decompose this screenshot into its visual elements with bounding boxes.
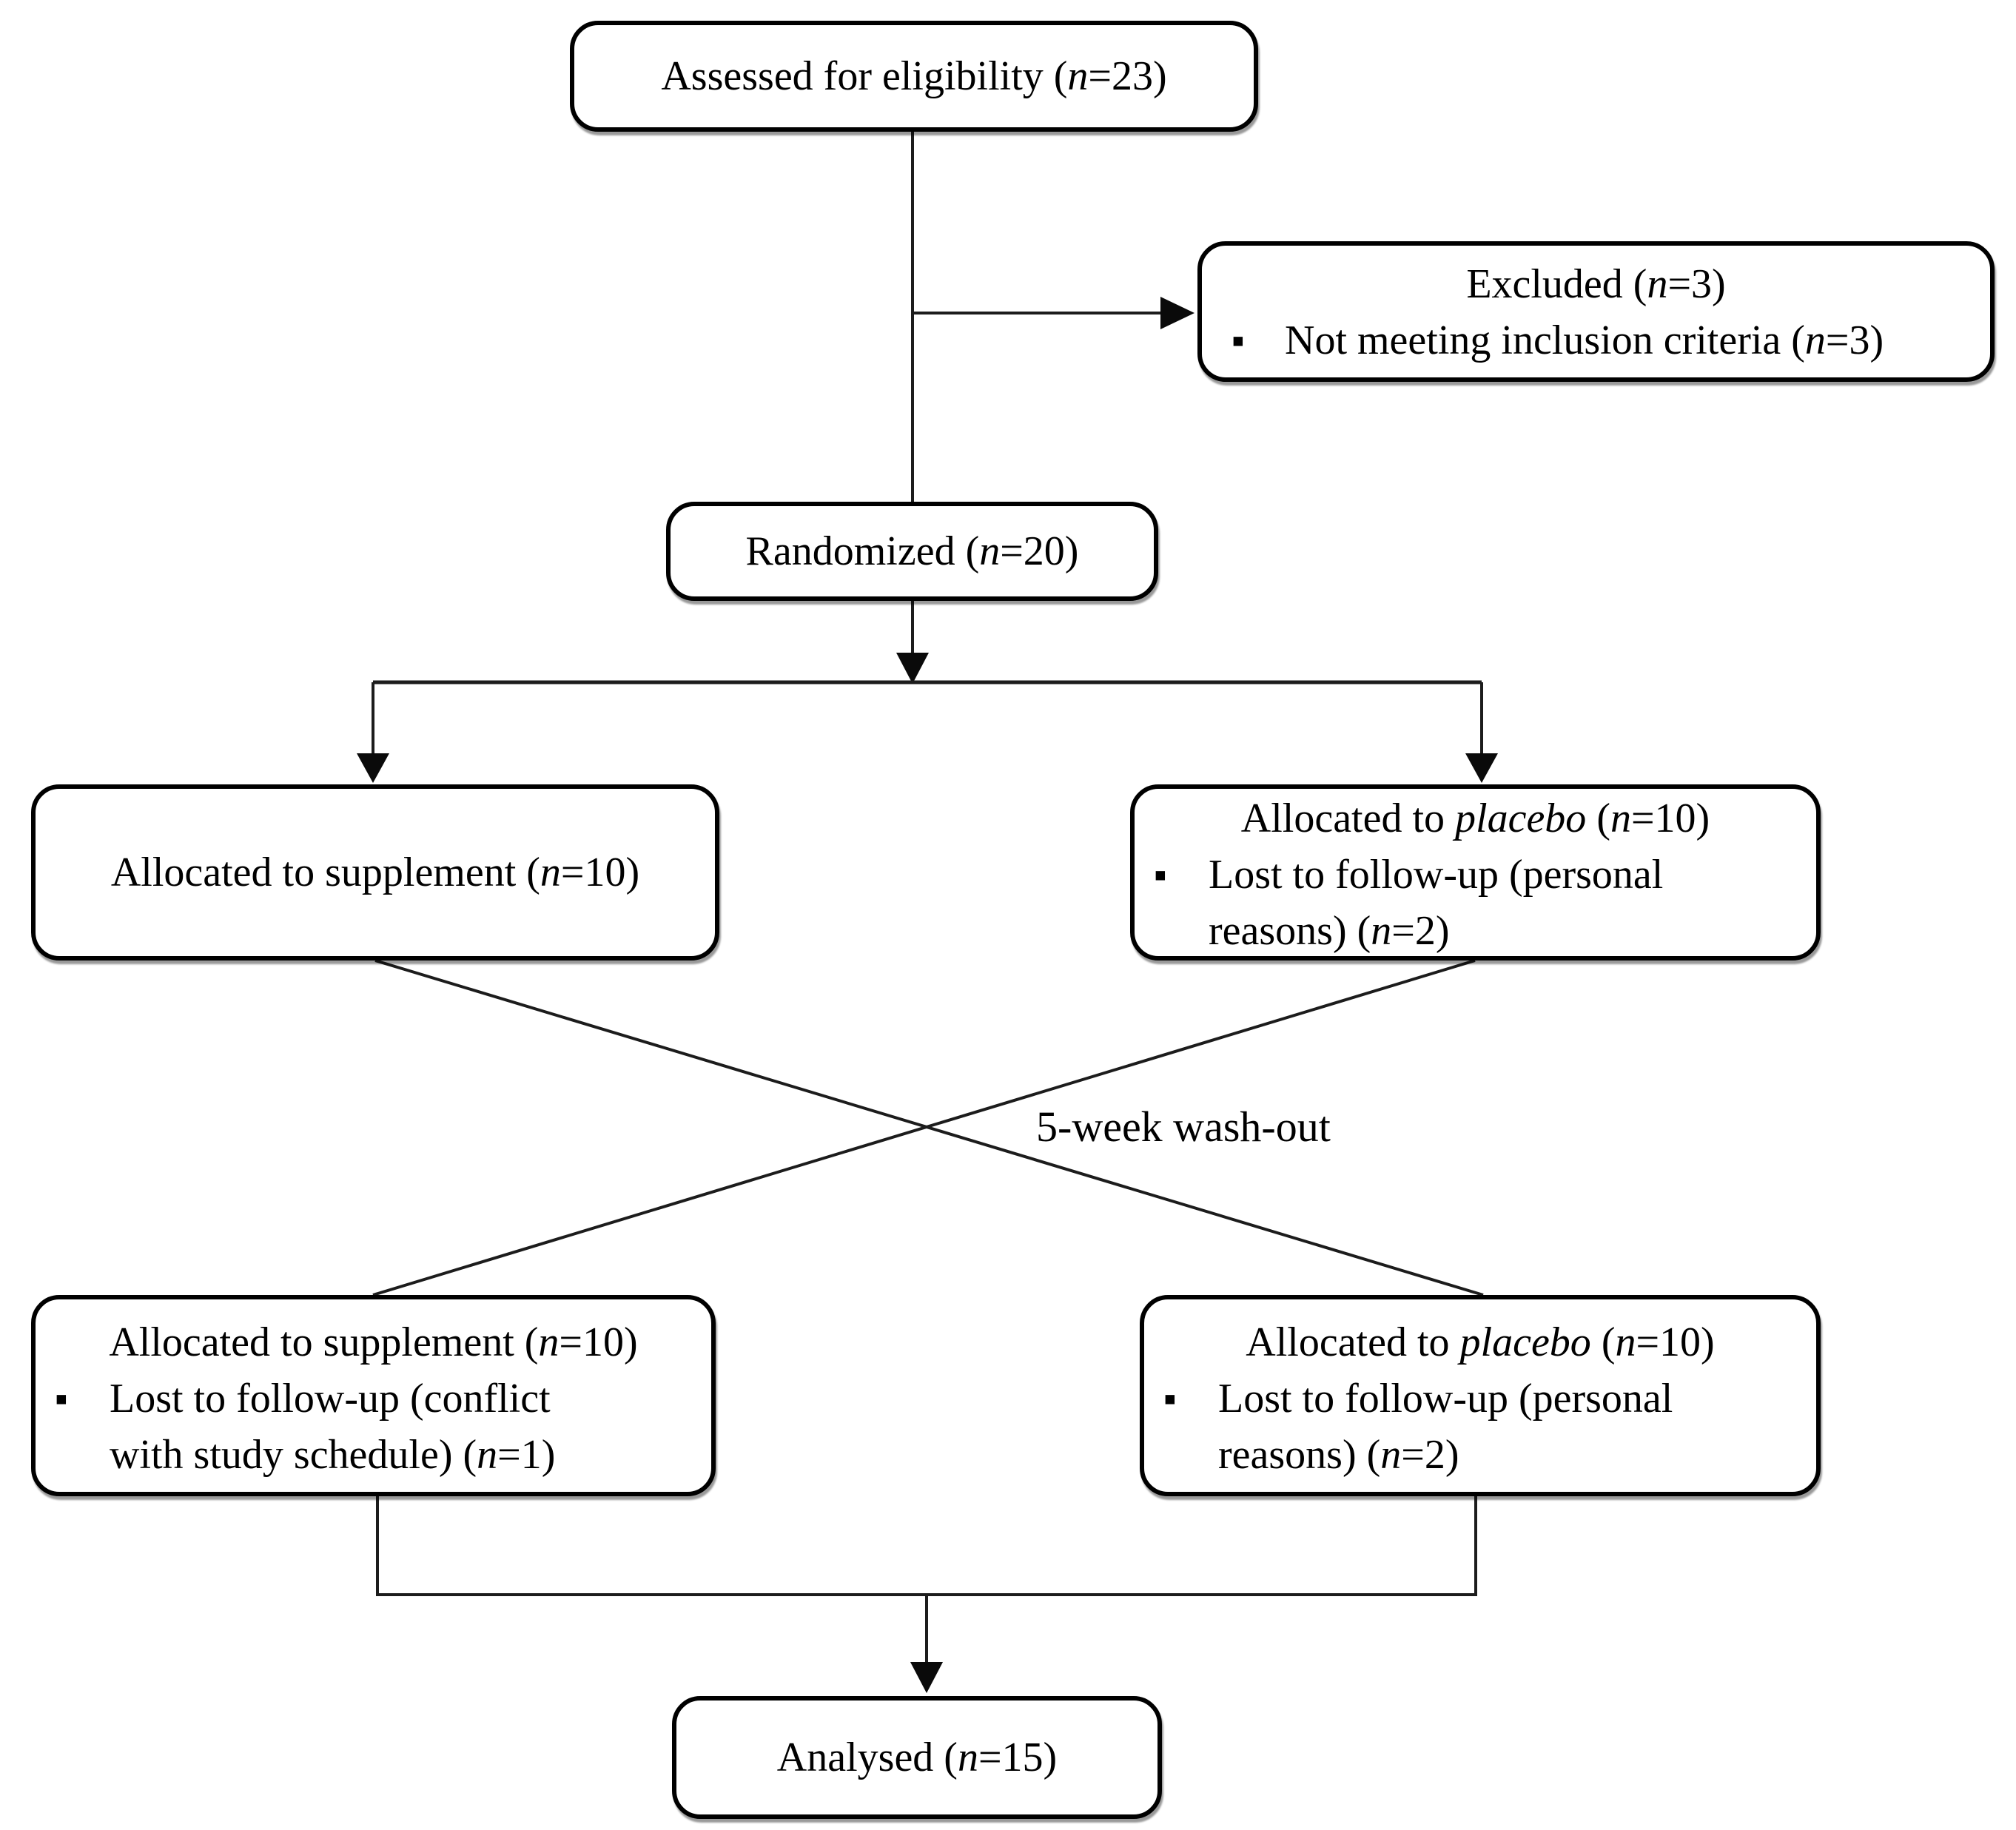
box-supplement-period2: Allocated to supplement (n=10) ▪ Lost to… <box>31 1295 716 1496</box>
placebo2-item-line2: reasons) (n=2) <box>1218 1432 1459 1478</box>
box-placebo-period1: Allocated to placebo (n=10) ▪ Lost to fo… <box>1130 784 1821 961</box>
box-supplement-period1: Allocated to supplement (n=10) <box>31 784 719 961</box>
crossover-placebo1-to-supplement2 <box>372 959 1476 1296</box>
placebo2-item-line1: Lost to follow-up (personal <box>1218 1376 1673 1422</box>
excluded-title: Excluded (n=3) <box>1466 261 1726 307</box>
box-excluded: Excluded (n=3) ▪ Not meeting inclusion c… <box>1197 241 1995 382</box>
placebo1-item-line2: reasons) (n=2) <box>1209 908 1450 954</box>
arrowhead-split-icon <box>896 653 929 684</box>
supplement2-item: ▪ Lost to follow-up (conflict <box>36 1370 711 1427</box>
placebo1-title: Allocated to placebo (n=10) <box>1240 795 1710 841</box>
excluded-item-text: Not meeting inclusion criteria (n=3) <box>1285 317 1884 363</box>
box-assessed-eligibility: Assessed for eligibility (n=23) <box>570 21 1258 132</box>
square-bullet-icon: ▪ <box>1154 854 1167 895</box>
placebo2-title: Allocated to placebo (n=10) <box>1246 1319 1715 1365</box>
placebo2-item: ▪ Lost to follow-up (personal <box>1144 1370 1816 1427</box>
placebo1-item: ▪ Lost to follow-up (personal <box>1135 847 1816 903</box>
square-bullet-icon: ▪ <box>55 1378 68 1419</box>
washout-label: 5-week wash-out <box>1036 1103 1331 1151</box>
randomized-text: Randomized (n=20) <box>745 528 1079 574</box>
arrowhead-supplement1-icon <box>357 753 389 783</box>
supplement2-item-line2: with study schedule) (n=1) <box>110 1432 556 1478</box>
arrowhead-analysed-icon <box>910 1662 943 1693</box>
box-placebo-period2: Allocated to placebo (n=10) ▪ Lost to fo… <box>1140 1295 1821 1496</box>
supplement1-text: Allocated to supplement (n=10) <box>110 850 640 895</box>
excluded-item: ▪ Not meeting inclusion criteria (n=3) <box>1202 312 1990 369</box>
assessed-text: Assessed for eligibility (n=23) <box>661 53 1167 99</box>
arrowhead-excluded-icon <box>1160 297 1195 329</box>
analysed-text: Analysed (n=15) <box>776 1735 1058 1780</box>
square-bullet-icon: ▪ <box>1163 1378 1177 1419</box>
square-bullet-icon: ▪ <box>1232 320 1245 361</box>
supplement2-item-line1: Lost to follow-up (conflict <box>110 1376 551 1422</box>
box-analysed: Analysed (n=15) <box>672 1696 1162 1819</box>
box-randomized: Randomized (n=20) <box>666 502 1158 601</box>
arrowhead-placebo1-icon <box>1465 753 1498 783</box>
supplement2-title: Allocated to supplement (n=10) <box>109 1319 638 1365</box>
crossover-supplement1-to-placebo2 <box>374 959 1484 1296</box>
placebo1-item-line1: Lost to follow-up (personal <box>1209 852 1664 898</box>
